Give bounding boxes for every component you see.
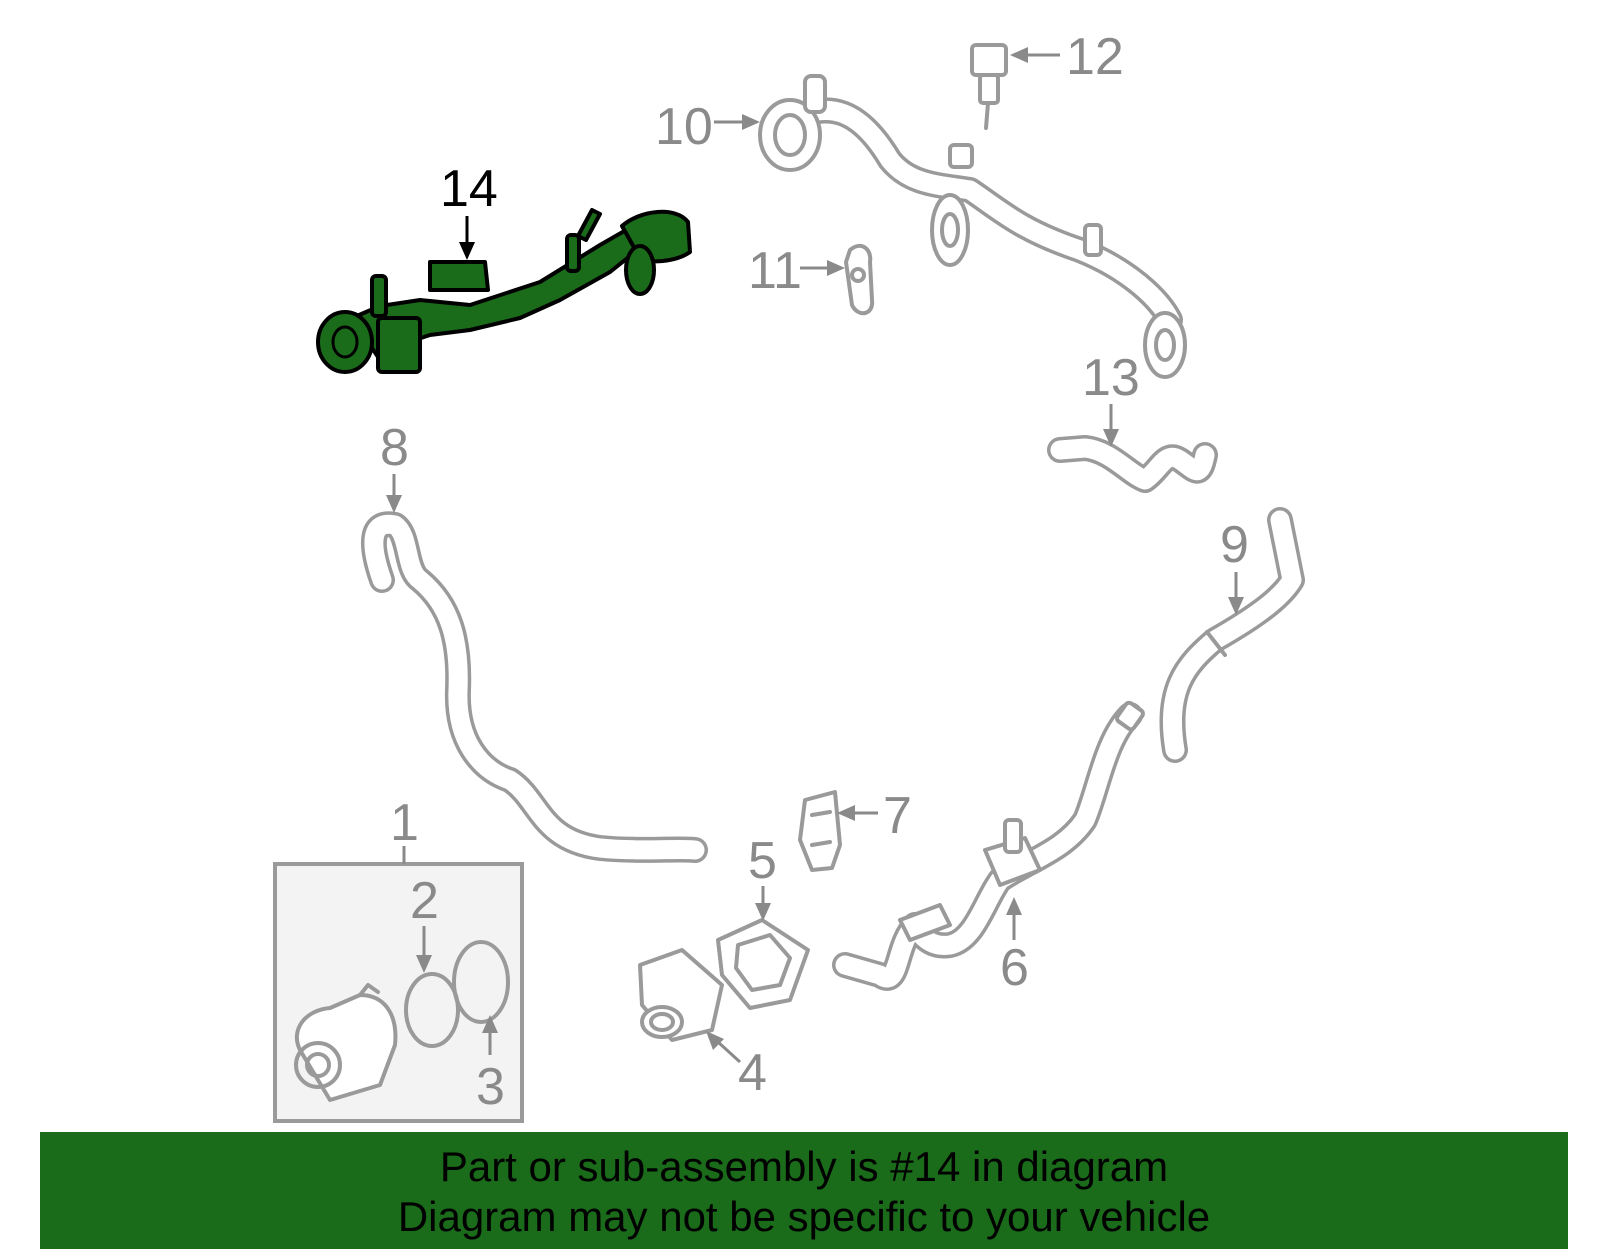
callout-1: 1 bbox=[390, 794, 419, 864]
callout-8-label: 8 bbox=[380, 419, 409, 477]
part-10-water-pipe[interactable] bbox=[758, 74, 1187, 379]
callout-7: 7 bbox=[837, 787, 912, 845]
callout-1-label: 1 bbox=[390, 794, 419, 852]
part-11-gasket[interactable] bbox=[844, 243, 875, 316]
banner-line-2: Diagram may not be specific to your vehi… bbox=[397, 1193, 1211, 1240]
callout-4: 4 bbox=[706, 1031, 767, 1102]
part-14-water-outlet-pipe[interactable] bbox=[316, 208, 692, 374]
callout-11-label: 11 bbox=[748, 242, 802, 300]
callout-12: 12 bbox=[1010, 28, 1124, 86]
callout-5-label: 5 bbox=[748, 832, 777, 890]
callout-2-label: 2 bbox=[410, 872, 439, 930]
callout-10-label: 10 bbox=[655, 98, 713, 156]
part-7-bracket[interactable] bbox=[798, 790, 842, 872]
banner-line-1: Part or sub-assembly is #14 in diagram bbox=[439, 1143, 1169, 1190]
callout-14-label: 14 bbox=[440, 160, 498, 218]
callout-2: 2 bbox=[410, 872, 439, 973]
callout-4-label: 4 bbox=[738, 1044, 767, 1102]
callout-3: 3 bbox=[476, 1015, 505, 1116]
callout-11: 11 bbox=[748, 242, 845, 300]
callout-6: 6 bbox=[1000, 897, 1029, 997]
callout-13-label: 13 bbox=[1082, 349, 1140, 407]
callout-9: 9 bbox=[1220, 516, 1249, 615]
part-8-hose[interactable] bbox=[360, 511, 708, 863]
callout-13: 13 bbox=[1082, 349, 1140, 447]
part-4-thermostat-housing[interactable] bbox=[638, 948, 724, 1042]
callout-7-label: 7 bbox=[883, 787, 912, 845]
callout-6-label: 6 bbox=[1000, 939, 1029, 997]
callout-8: 8 bbox=[380, 419, 409, 513]
callout-12-label: 12 bbox=[1066, 28, 1124, 86]
info-banner: Part or sub-assembly is #14 in diagram D… bbox=[40, 1132, 1568, 1249]
callout-5: 5 bbox=[748, 832, 777, 921]
callout-10: 10 bbox=[655, 98, 760, 156]
part-1-water-pump-box[interactable] bbox=[273, 862, 524, 1123]
callout-14: 14 bbox=[440, 160, 498, 260]
callout-3-label: 3 bbox=[476, 1058, 505, 1116]
part-5-gasket[interactable] bbox=[716, 918, 810, 1010]
part-13-hose[interactable] bbox=[1047, 435, 1218, 493]
callout-9-label: 9 bbox=[1220, 516, 1249, 574]
part-12-sensor[interactable] bbox=[970, 43, 1008, 130]
part-9-hose[interactable] bbox=[1159, 507, 1305, 763]
part-6-pipe[interactable] bbox=[832, 700, 1145, 991]
